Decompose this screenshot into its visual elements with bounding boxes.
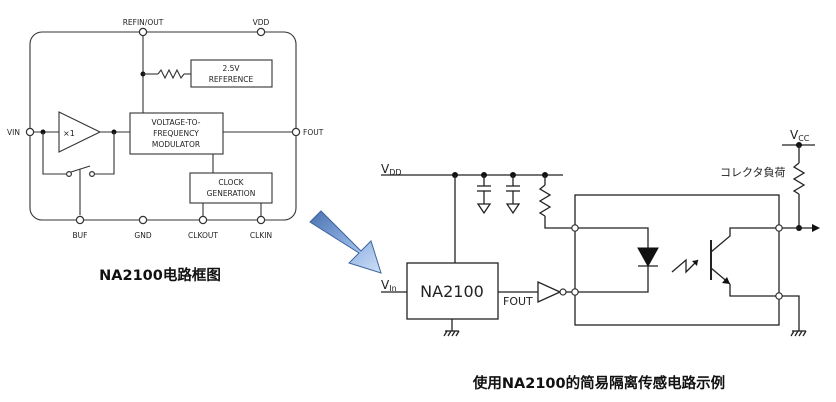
collector-load-resistor: [792, 145, 806, 228]
decoupling-capacitor-1: [476, 175, 492, 215]
decoupling-capacitor-2: [505, 175, 521, 215]
buffer-amplifier: ×1: [58, 111, 102, 153]
pin-refin-out-label: REFIN/OUT: [123, 18, 164, 27]
pin-clkin-label: CLKIN: [250, 231, 272, 240]
output-arrow: [812, 224, 820, 232]
vin-label: VIn: [381, 278, 397, 293]
optocoupler: [571, 194, 783, 326]
clock-label-2: GENERATION: [207, 189, 256, 198]
pin-clkout-label: CLKOUT: [188, 231, 218, 240]
inverter-buffer: [537, 280, 567, 304]
buffer-gain-label: ×1: [63, 129, 75, 138]
vfc-block: VOLTAGE-TO- FREQUENCY MODULATOR: [129, 112, 224, 155]
pin-vin: VIN: [7, 127, 35, 137]
left-caption: NA2100电路框图: [99, 266, 221, 284]
pin-buf: BUF: [73, 215, 88, 240]
pin-fout-label: FOUT: [303, 128, 324, 137]
ic-ground: [443, 330, 460, 337]
application-circuit: VDD: [381, 128, 820, 392]
led-resistor: [538, 175, 575, 229]
ic-outline: [29, 31, 297, 221]
pin-vdd-label: VDD: [253, 18, 270, 27]
pin-fout: FOUT: [223, 127, 324, 137]
vfc-label-1: VOLTAGE-TO-: [151, 118, 200, 127]
output-ground: [782, 295, 807, 337]
buffer-bypass-switch: [42, 132, 115, 215]
reference-label-1: 2.5V: [222, 64, 240, 73]
clock-label-1: CLOCK: [218, 178, 244, 187]
vdd-label: VDD: [381, 162, 402, 177]
fout-label: FOUT: [503, 295, 533, 308]
vcc-label: VCC: [790, 128, 810, 143]
na2100-ic: NA2100: [406, 262, 499, 337]
phototransistor: [710, 227, 776, 297]
reference-label-2: REFERENCE: [209, 75, 254, 84]
light-emission-arrow: [671, 258, 699, 274]
pin-vdd: VDD: [253, 18, 270, 37]
pin-gnd: GND: [134, 215, 152, 240]
pin-buf-label: BUF: [73, 231, 88, 240]
vfc-label-3: MODULATOR: [152, 140, 200, 149]
pin-vin-label: VIN: [7, 128, 20, 137]
collector-load-label: コレクタ負荷: [720, 166, 786, 179]
pin-clkout: CLKOUT: [188, 215, 218, 240]
pin-gnd-label: GND: [134, 231, 151, 240]
right-caption: 使用NA2100的简易隔离传感电路示例: [472, 374, 725, 392]
led: [578, 227, 659, 293]
transition-arrow: [309, 210, 382, 274]
vfc-label-2: FREQUENCY: [153, 129, 199, 138]
block-diagram: REFIN/OUT VDD 2.5V REFERENCE VOLTAGE-TO-…: [7, 18, 324, 284]
ic-label: NA2100: [420, 282, 484, 301]
reference-resistor: [157, 68, 185, 80]
clock-block: CLOCK GENERATION: [189, 154, 273, 216]
reference-block: 2.5V REFERENCE: [140, 59, 273, 88]
pin-clkin: CLKIN: [250, 215, 272, 240]
